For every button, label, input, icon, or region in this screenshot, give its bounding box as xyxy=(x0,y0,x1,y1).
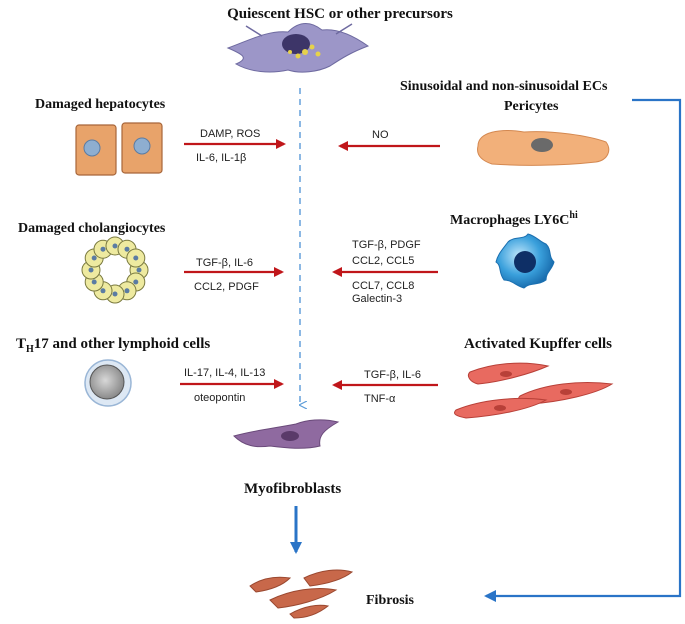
kupffer-signal-top: TGF-β, IL-6 xyxy=(364,369,421,381)
cholangiocyte-nucleus xyxy=(100,288,106,294)
cholangiocyte-nucleus xyxy=(133,279,139,285)
quiescent-hsc-cell xyxy=(226,23,370,73)
cholangiocyte-nucleus xyxy=(124,288,130,294)
hepatocytes-signal-bottom: IL-6, IL-1β xyxy=(196,152,246,164)
macrophages-signal-1: TGF-β, PDGF xyxy=(352,239,421,251)
lymphoid-title: TH17 and other lymphoid cells xyxy=(16,336,210,355)
macrophage-cell-icon xyxy=(495,233,555,289)
cholangiocytes-signal-bottom: CCL2, PDGF xyxy=(194,281,259,293)
pericyte-cell-icon xyxy=(477,130,610,166)
kupffer-signal-bottom: TNF-α xyxy=(364,393,396,405)
cholangiocyte-nucleus xyxy=(112,291,118,297)
hepatocytes-signal-top: DAMP, ROS xyxy=(200,128,260,140)
fibrosis-fibers-icon xyxy=(249,569,354,619)
hepatocyte-cells-icon xyxy=(75,122,163,176)
kupffer-title: Activated Kupffer cells xyxy=(464,336,612,352)
cholangiocyte-nucleus xyxy=(88,267,94,273)
macrophages-signal-4: Galectin-3 xyxy=(352,293,402,305)
quiescent-hsc-label: Quiescent HSC or other precursors xyxy=(227,6,453,22)
kupffer-cells-icon xyxy=(453,362,614,419)
cholangiocyte-ring-icon xyxy=(81,236,149,304)
cholangiocyte-nucleus xyxy=(100,246,106,252)
macrophages-signal-2: CCL2, CCL5 xyxy=(352,255,414,267)
ecs-to-fibrosis-arrow xyxy=(484,98,682,602)
cholangiocytes-title: Damaged cholangiocytes xyxy=(18,221,166,236)
cholangiocyte-nucleus xyxy=(133,255,139,261)
lymphoid-signal-top: IL-17, IL-4, IL-13 xyxy=(184,367,265,379)
hepatocytes-title: Damaged hepatocytes xyxy=(35,97,166,112)
lymphoid-signal-bottom: oteopontin xyxy=(194,392,245,404)
cholangiocyte-nucleus xyxy=(124,246,130,252)
cholangiocyte-nucleus xyxy=(91,255,97,261)
cholangiocyte-nucleus xyxy=(112,243,118,249)
cholangiocyte-nucleus xyxy=(91,279,97,285)
cholangiocyte-nucleus xyxy=(136,267,142,273)
myofibroblasts-label: Myofibroblasts xyxy=(244,481,341,497)
fibrosis-label: Fibrosis xyxy=(366,593,415,608)
ecs-signal: NO xyxy=(372,129,389,141)
myofibroblast-cell-icon xyxy=(233,419,340,449)
ecs-title-line1: Sinusoidal and non-sinusoidal ECs xyxy=(400,79,608,94)
macrophages-title: Macrophages LY6Chi xyxy=(450,210,578,228)
lymphoid-cell-icon xyxy=(84,359,132,407)
cholangiocytes-signal-top: TGF-β, IL-6 xyxy=(196,257,253,269)
ecs-title-line2: Pericytes xyxy=(504,99,559,114)
macrophages-signal-3: CCL7, CCL8 xyxy=(352,280,414,292)
